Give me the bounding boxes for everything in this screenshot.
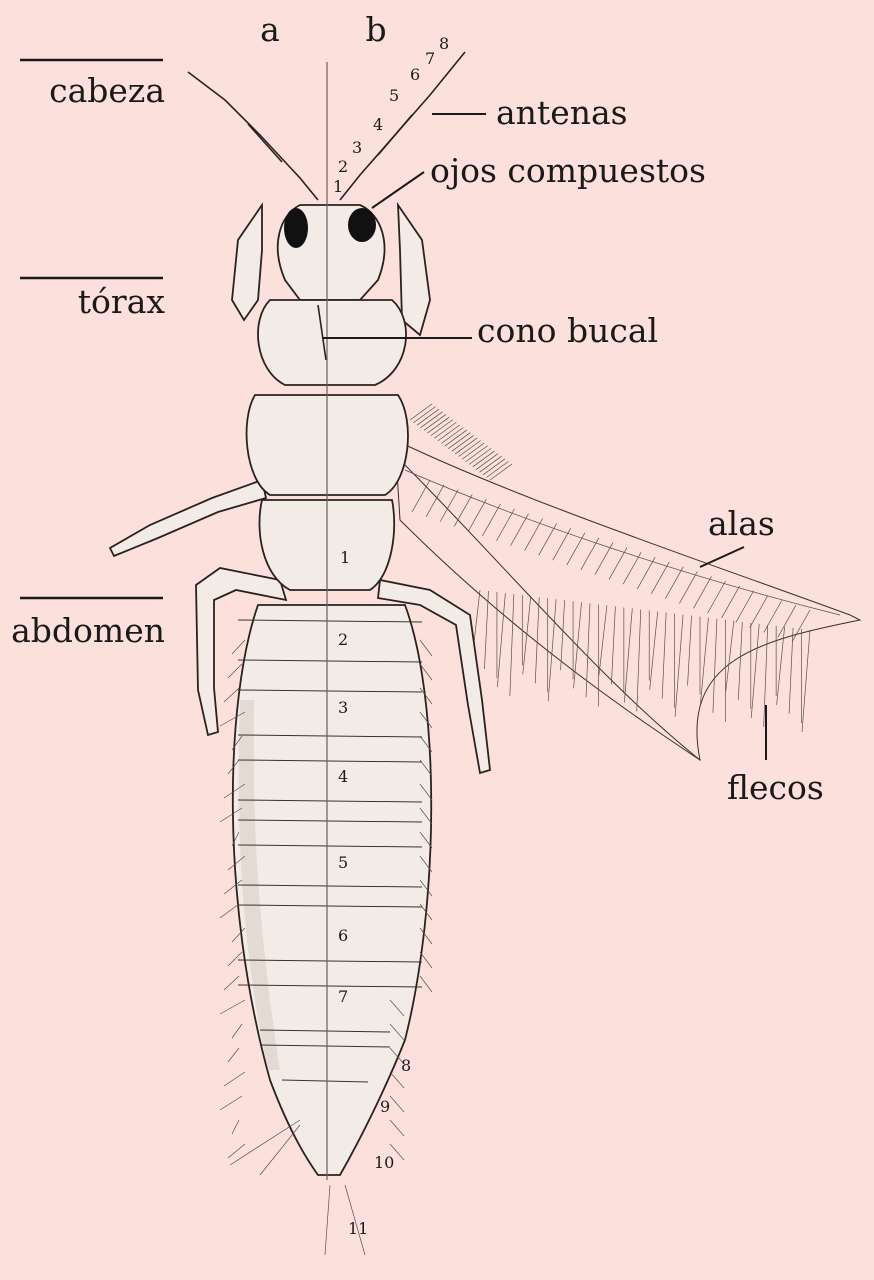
region-label-head: cabeza (49, 71, 165, 110)
abdominal-segment-1: 1 (340, 548, 350, 567)
wing-illustration (395, 404, 860, 760)
abdominal-segment-3: 3 (338, 698, 348, 717)
abdominal-segment-6: 6 (338, 926, 348, 945)
antenna-segment-1: 1 (333, 177, 343, 196)
callout-wings: alas (708, 504, 775, 543)
antenna-segment-5: 5 (389, 86, 399, 105)
antenna-segment-2: 2 (338, 157, 348, 176)
region-label-abdomen: abdomen (11, 611, 165, 650)
abdominal-segment-5: 5 (338, 853, 348, 872)
callout-mouth-cone: cono bucal (477, 311, 658, 350)
column-label-b: b (365, 10, 386, 49)
abdominal-segment-2: 2 (338, 630, 348, 649)
abdominal-segment-11: 11 (348, 1219, 368, 1238)
column-label-a: a (260, 10, 280, 49)
abdominal-segment-4: 4 (338, 767, 348, 786)
abdominal-segment-10: 10 (374, 1153, 394, 1172)
eyes-leader (372, 172, 424, 208)
antenna-segment-4: 4 (373, 115, 383, 134)
callout-antennae: antenas (496, 93, 628, 132)
abdominal-segment-9: 9 (380, 1097, 390, 1116)
body-illustration (220, 205, 432, 1255)
antenna-segment-7: 7 (425, 49, 435, 68)
abdominal-segment-7: 7 (338, 987, 348, 1006)
antenna-segment-6: 6 (410, 65, 420, 84)
antenna-segment-8: 8 (439, 34, 449, 53)
antenna-segment-3: 3 (352, 138, 362, 157)
wings-leader (700, 547, 744, 567)
callout-compound-eyes: ojos compuestos (430, 151, 706, 190)
callout-fringes: flecos (727, 768, 824, 807)
region-label-thorax: tórax (78, 282, 166, 321)
abdominal-segment-8: 8 (401, 1056, 411, 1075)
